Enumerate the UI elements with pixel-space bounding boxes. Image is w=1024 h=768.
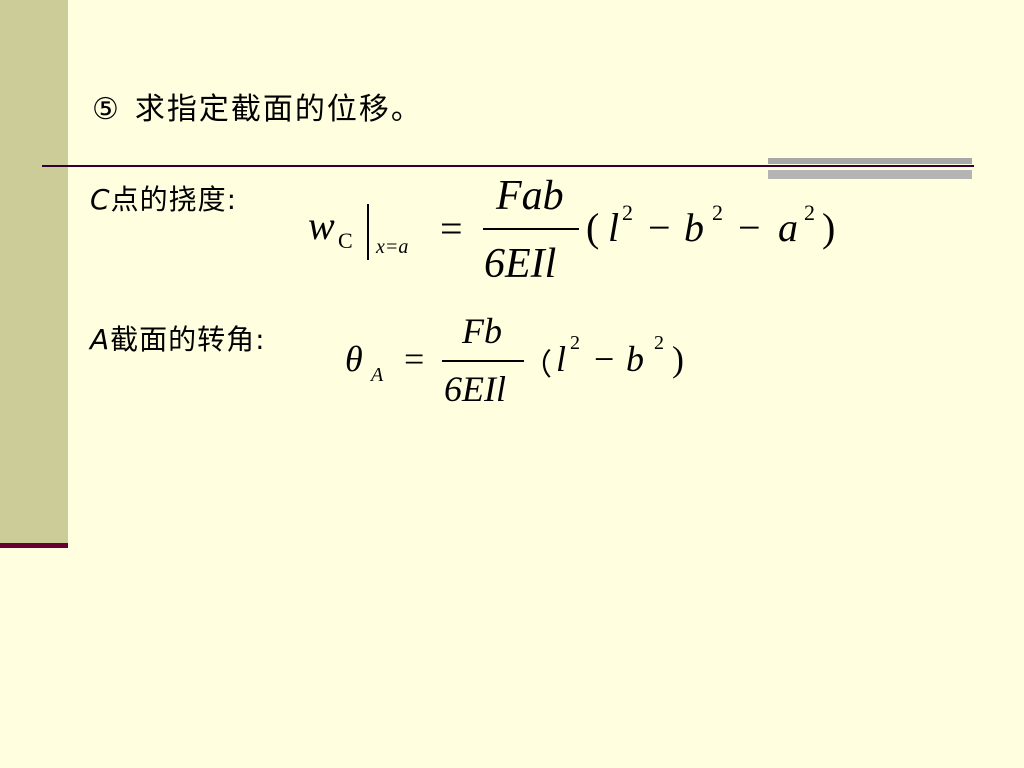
divider-accent-bottom [768, 170, 972, 179]
deflection-label: C点的挠度: [90, 178, 237, 218]
deflection-l: l [608, 205, 620, 250]
rotation-paren-open: （ [522, 349, 552, 382]
slide-heading: ⑤ 求指定截面的位移。 [92, 84, 423, 128]
deflection-a: a [778, 205, 798, 250]
rotation-b: b [626, 339, 644, 379]
deflection-lhs-sub: C [338, 228, 353, 253]
deflection-b: b [684, 205, 704, 250]
deflection-minus-2: − [738, 205, 761, 250]
title-divider [42, 165, 974, 167]
rotation-label-text: 截面的转角: [110, 323, 266, 356]
rotation-label-var: A [90, 323, 111, 356]
rotation-label: A截面的转角: [90, 318, 266, 358]
deflection-label-text: 点的挠度: [110, 183, 237, 216]
rotation-fraction-bar [442, 360, 524, 362]
deflection-exp-1: 2 [622, 200, 633, 225]
deflection-denominator: 6EIl [484, 241, 557, 287]
left-decor-bar-foot [0, 543, 68, 548]
heading-text: 求指定截面的位移。 [134, 92, 423, 127]
heading-number: ⑤ [92, 92, 121, 127]
deflection-eval-at: x=a [376, 236, 409, 258]
rotation-minus-1: − [594, 339, 615, 379]
deflection-paren-open: ( [586, 205, 600, 250]
evaluation-bar [367, 204, 369, 260]
rotation-paren-close: ) [672, 339, 684, 379]
rotation-equals: = [404, 339, 425, 379]
deflection-exp-2: 2 [712, 200, 723, 225]
left-decor-bar [0, 0, 68, 548]
deflection-fraction-bar [483, 228, 579, 230]
divider-accent-top [768, 158, 972, 164]
deflection-label-var: C [90, 183, 111, 216]
deflection-exp-3: 2 [804, 200, 815, 225]
deflection-minus-1: − [648, 205, 671, 250]
deflection-lhs: w [308, 203, 335, 248]
deflection-numerator: Fab [496, 173, 564, 219]
rotation-l: l [556, 339, 567, 379]
rotation-exp-1: 2 [570, 332, 580, 354]
rotation-lhs-sub: A [371, 364, 384, 386]
rotation-exp-2: 2 [654, 332, 664, 354]
deflection-equals: = [440, 206, 463, 251]
rotation-denominator: 6EIl [444, 369, 506, 409]
rotation-lhs: θ [345, 339, 363, 379]
rotation-numerator: Fb [462, 311, 502, 351]
deflection-paren-close: ) [822, 205, 836, 250]
